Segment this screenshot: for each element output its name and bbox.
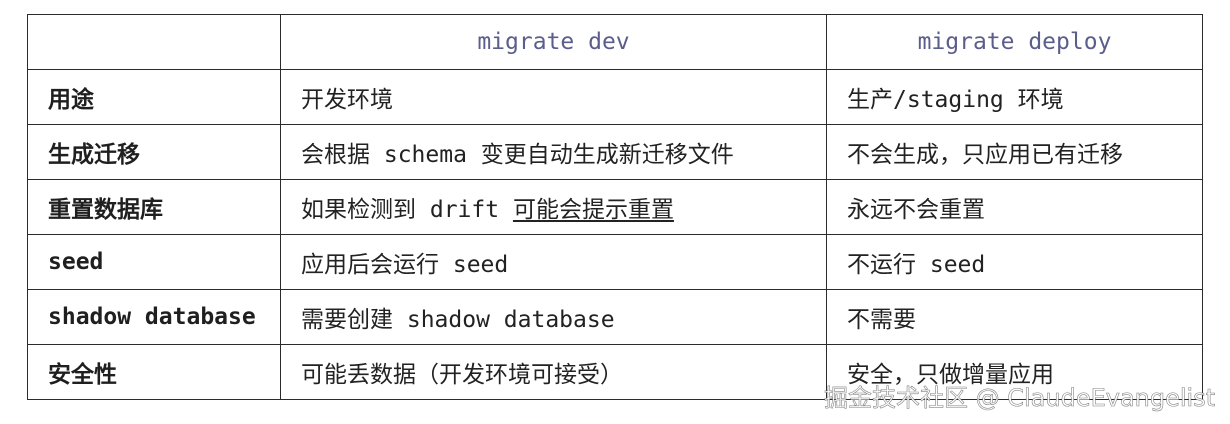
comparison-table: migrate dev migrate deploy 用途 开发环境 生产/st… bbox=[27, 14, 1203, 400]
row-label-generate-migration: 生成迁移 bbox=[27, 124, 281, 180]
row-label-shadow-database: shadow database bbox=[27, 289, 281, 345]
cell-deploy-safety: 安全，只做增量应用 bbox=[826, 344, 1203, 400]
cell-dev-seed: 应用后会运行 seed bbox=[280, 234, 827, 290]
watermark: 掘金技术社区 @ ClaudeEvangelist bbox=[824, 384, 1216, 413]
cell-deploy-generate-migration: 不会生成，只应用已有迁移 bbox=[826, 124, 1203, 180]
row-label-seed: seed bbox=[27, 234, 281, 290]
table-row: 安全性 可能丢数据（开发环境可接受） 安全，只做增量应用 bbox=[27, 344, 1203, 400]
cell-dev-reset-database: 如果检测到 drift 可能会提示重置 bbox=[280, 179, 827, 235]
cell-deploy-shadow-database: 不需要 bbox=[826, 289, 1203, 345]
cell-dev-shadow-database: 需要创建 shadow database bbox=[280, 289, 827, 345]
table-row: shadow database 需要创建 shadow database 不需要 bbox=[27, 289, 1203, 345]
row-label-reset-database: 重置数据库 bbox=[27, 179, 281, 235]
table-row: seed 应用后会运行 seed 不运行 seed bbox=[27, 234, 1203, 290]
reset-underlined-text: 可能会提示重置 bbox=[512, 197, 674, 223]
table-row: 用途 开发环境 生产/staging 环境 bbox=[27, 69, 1203, 125]
cell-dev-purpose: 开发环境 bbox=[280, 69, 827, 125]
header-row: migrate dev migrate deploy bbox=[27, 14, 1203, 70]
reset-prefix-text: 如果检测到 drift bbox=[301, 197, 513, 223]
header-migrate-deploy: migrate deploy bbox=[826, 14, 1203, 70]
cell-dev-generate-migration: 会根据 schema 变更自动生成新迁移文件 bbox=[280, 124, 827, 180]
table-row: 重置数据库 如果检测到 drift 可能会提示重置 永远不会重置 bbox=[27, 179, 1203, 235]
header-empty-cell bbox=[27, 14, 281, 70]
cell-deploy-seed: 不运行 seed bbox=[826, 234, 1203, 290]
row-label-safety: 安全性 bbox=[27, 344, 281, 400]
cell-deploy-reset-database: 永远不会重置 bbox=[826, 179, 1203, 235]
table-row: 生成迁移 会根据 schema 变更自动生成新迁移文件 不会生成，只应用已有迁移 bbox=[27, 124, 1203, 180]
header-migrate-dev: migrate dev bbox=[280, 14, 827, 70]
row-label-purpose: 用途 bbox=[27, 69, 281, 125]
cell-deploy-purpose: 生产/staging 环境 bbox=[826, 69, 1203, 125]
cell-dev-safety: 可能丢数据（开发环境可接受） bbox=[280, 344, 827, 400]
